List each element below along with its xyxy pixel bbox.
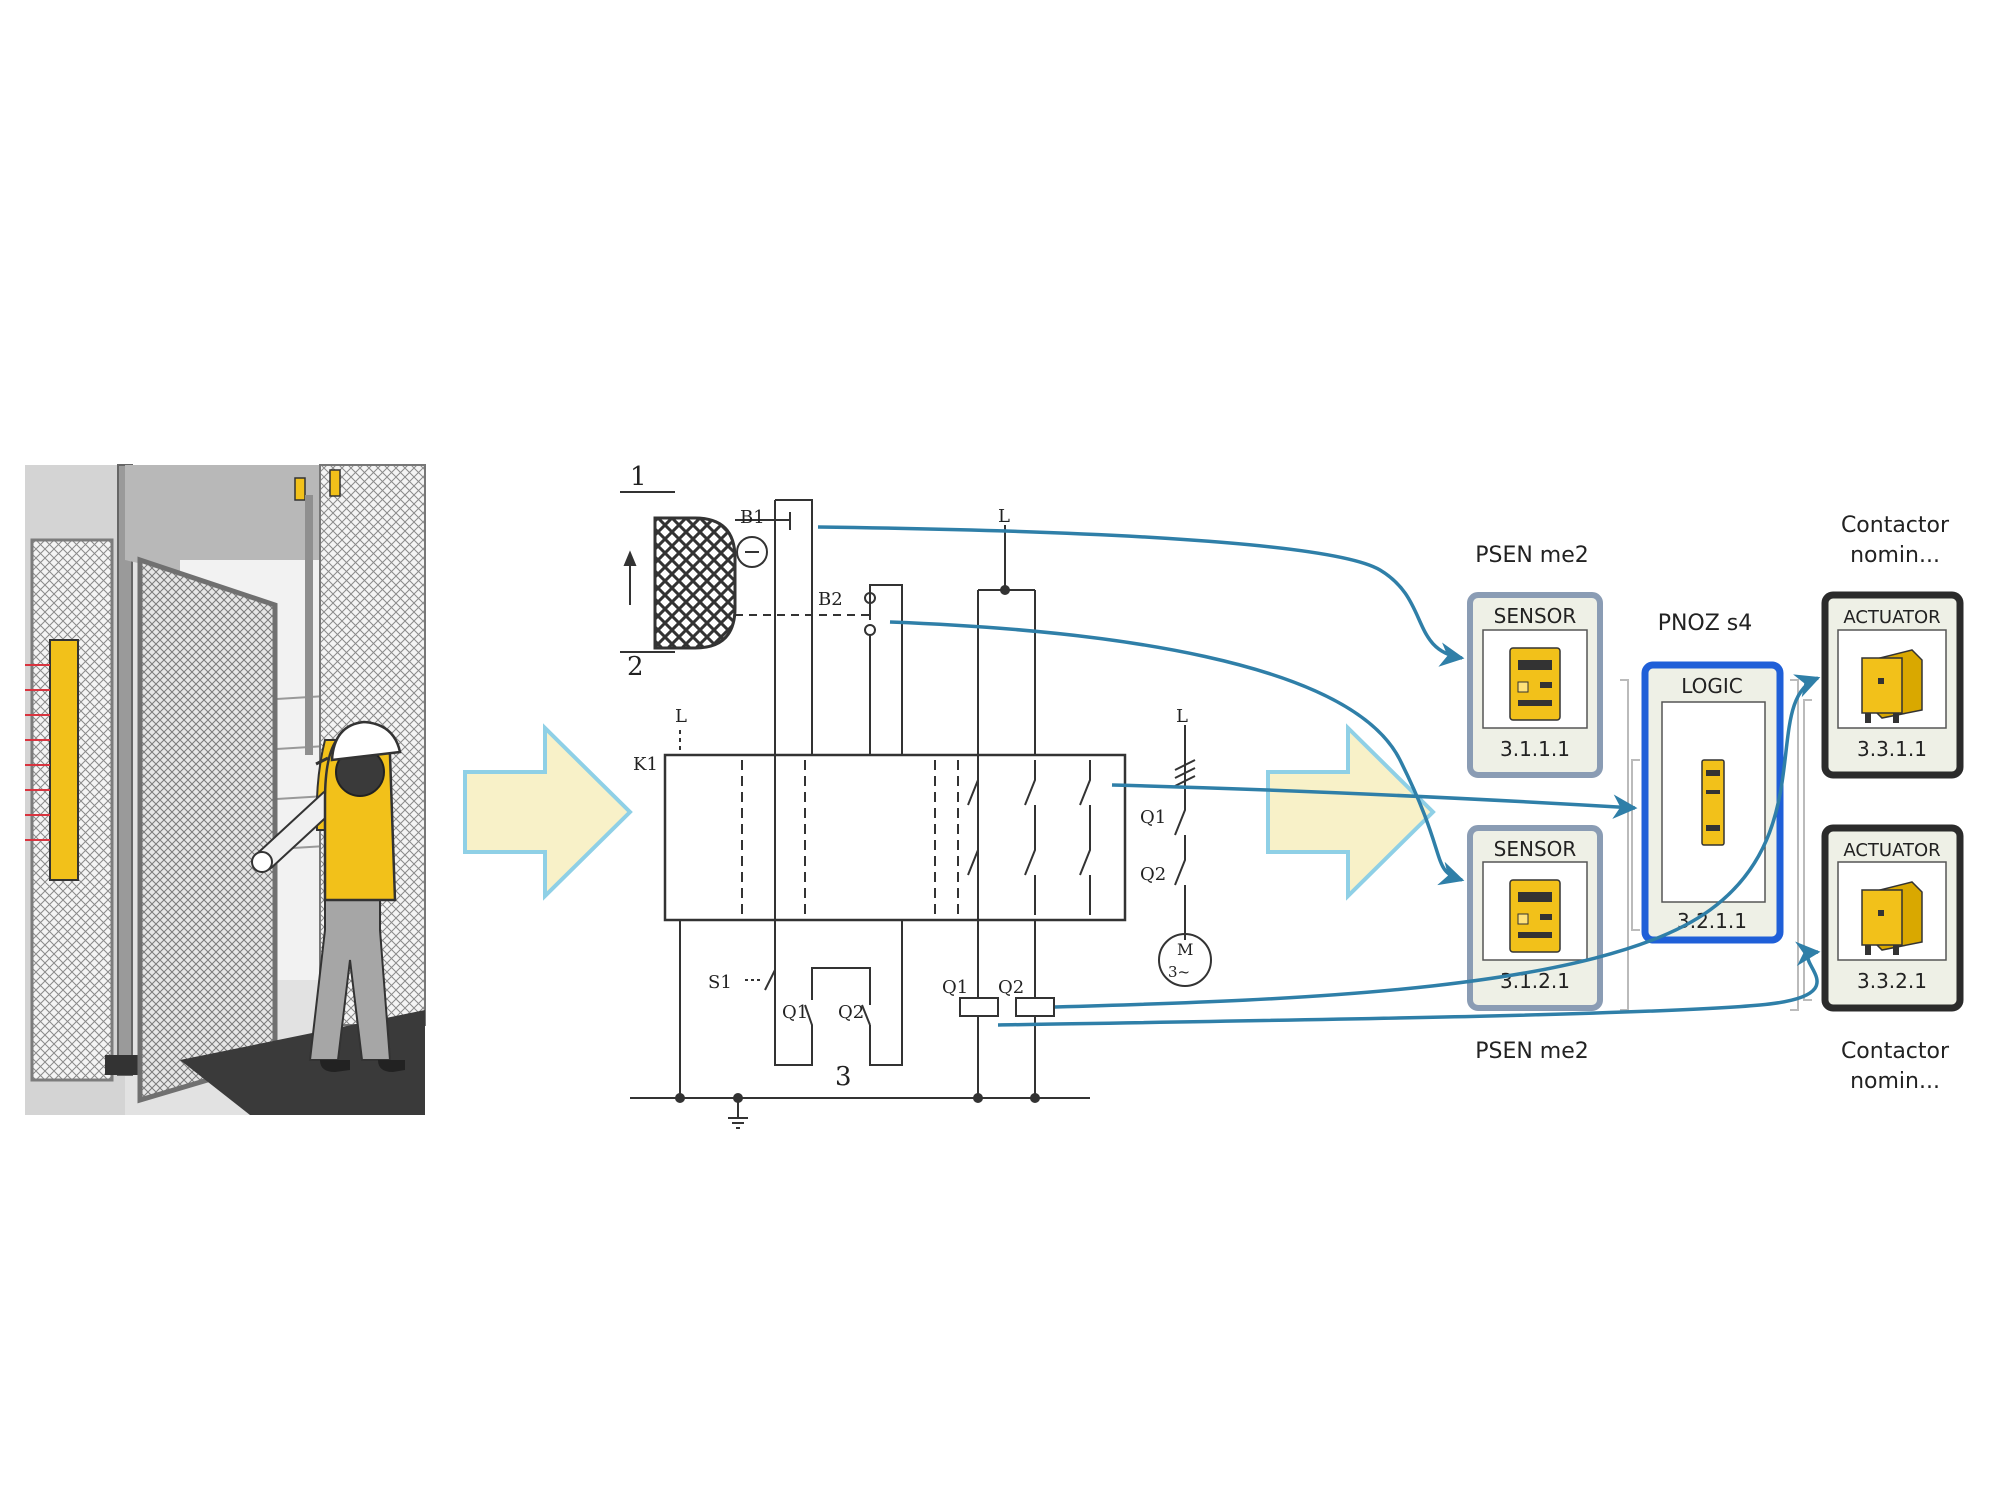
door-switch-icon [294, 477, 306, 501]
label-q2-contact: Q2 [838, 1002, 864, 1023]
schematic-label-1: 1 [630, 462, 647, 492]
pnoz-device-icon [1701, 759, 1725, 846]
label-q1-coil: Q1 [942, 977, 968, 998]
sensor-top-id: 3.1.1.1 [1500, 737, 1570, 761]
label-k1: K1 [633, 754, 658, 775]
open-door-panel [137, 556, 278, 1104]
label-q2-coil: Q2 [998, 977, 1024, 998]
connector-k1-to-logic [1111, 783, 1638, 819]
k1-relay-box [663, 753, 1127, 922]
safety-gate-symbol [653, 516, 737, 650]
light-curtain-icon [49, 639, 79, 881]
logic-block[interactable]: LOGIC 3.2.1.1 [1641, 661, 1784, 944]
sensor-bottom-id: 3.1.2.1 [1500, 969, 1570, 993]
label-s1: S1 [708, 972, 732, 993]
contactor-device-icon [1861, 649, 1923, 723]
actuator-block-bottom[interactable]: ACTUATOR 3.3.2.1 [1821, 824, 1964, 1012]
machine-illustration [25, 464, 426, 1115]
label-b1: B1 [740, 507, 765, 528]
actuator-bottom-title: ACTUATOR [1843, 840, 1940, 861]
pnoz-label: PNOZ s4 [1658, 611, 1753, 636]
label-b2: B2 [818, 589, 843, 610]
actuator-block-top[interactable]: ACTUATOR 3.3.1.1 [1821, 591, 1964, 779]
psen-bottom-label: PSEN me2 [1475, 1039, 1589, 1064]
schematic-label-3: 3 [835, 1062, 852, 1092]
circuit-schematic [620, 491, 1212, 1129]
contactor-bottom-label-line1: Contactor [1841, 1039, 1950, 1064]
sensor-bottom-title: SENSOR [1494, 837, 1577, 861]
flow-arrow-1 [463, 723, 633, 901]
flow-arrow-2 [1266, 723, 1436, 901]
label-q2-motor: Q2 [1140, 864, 1166, 885]
sensor-top-title: SENSOR [1494, 604, 1577, 628]
label-l-right: L [1176, 706, 1188, 727]
connector-b1-to-sensor-top [817, 525, 1465, 667]
psen-device-icon [1509, 647, 1561, 721]
actuator-bottom-id: 3.3.2.1 [1857, 969, 1927, 993]
label-l-top: L [998, 506, 1010, 527]
door-switch-icon [329, 469, 341, 497]
logic-title: LOGIC [1681, 674, 1743, 698]
psen-device-icon [1509, 879, 1561, 953]
label-motor-3: 3~ [1168, 963, 1190, 981]
label-motor-m: M [1177, 940, 1193, 959]
connector-q2-to-actuator-bottom [997, 941, 1821, 1027]
label-l-left: L [675, 706, 687, 727]
contactor-device-icon [1861, 881, 1923, 955]
logic-id: 3.2.1.1 [1677, 909, 1747, 933]
label-q1-contact: Q1 [782, 1002, 808, 1023]
actuator-top-id: 3.3.1.1 [1857, 737, 1927, 761]
contactor-top-label-line1: Contactor [1841, 513, 1950, 538]
motor-symbol [1158, 933, 1212, 987]
psen-top-label: PSEN me2 [1475, 543, 1589, 568]
sensor-block-bottom[interactable]: SENSOR 3.1.2.1 [1467, 825, 1603, 1011]
connector-b2-to-sensor-bottom [889, 620, 1465, 886]
sensor-block-top[interactable]: SENSOR 3.1.1.1 [1467, 592, 1603, 778]
contactor-bottom-label-line2: nomin... [1850, 1069, 1940, 1094]
label-q1-motor: Q1 [1140, 807, 1166, 828]
contactor-top-label-line2: nomin... [1850, 543, 1940, 568]
connector-q1-to-actuator-top [1054, 674, 1821, 1009]
schematic-label-2: 2 [627, 652, 644, 682]
actuator-top-title: ACTUATOR [1843, 607, 1940, 628]
worker-figure [251, 720, 405, 1072]
